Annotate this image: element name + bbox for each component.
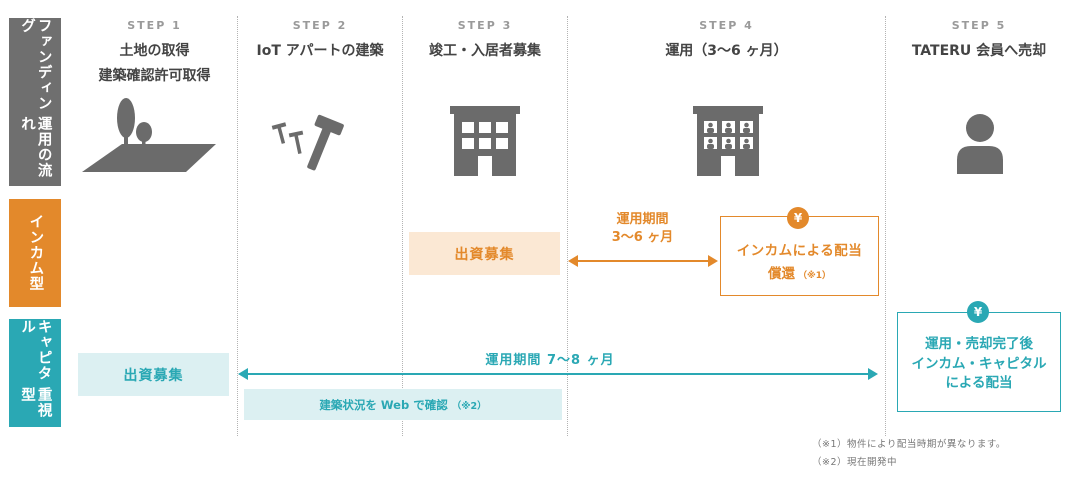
step-1-label: STEP 1 (127, 19, 182, 32)
capital-fundraising-box: 出資募集 (78, 353, 229, 396)
income-fundraising-box: 出資募集 (409, 232, 560, 275)
income-dividend-line2: 償還（※1） (721, 262, 878, 282)
step-title-line: 建築確認許可取得 (98, 67, 211, 84)
person-icon (957, 114, 1003, 174)
income-dividend-text: 償還 (767, 266, 795, 282)
side-label-income-type: インカム型 (9, 199, 61, 307)
column-divider (567, 16, 568, 436)
step-2-label: STEP 2 (292, 19, 348, 32)
footnote-1: （※1）物件により配当時期が異なります。 (812, 439, 1006, 450)
side-label-line: インカム型 (27, 214, 44, 292)
construction-web-confirm-text: 建築状況を Web で確認 (319, 397, 448, 412)
side-label-capital-type: キャピタル 重視型 (9, 319, 61, 427)
apartment-residents-icon (693, 106, 763, 176)
construction-web-confirm-note: （※2） (451, 400, 487, 412)
step-2-title: IoT アパートの建築 (256, 43, 384, 59)
capital-period-label: 運用期間 7～8 ヶ月 (485, 353, 615, 368)
step-1-title: 土地の取得 建築確認許可取得 (72, 39, 237, 88)
land-trees-icon (82, 98, 216, 172)
step-4-label: STEP 4 (699, 19, 754, 32)
side-label-line: 重視型 (19, 386, 52, 418)
side-label-line: キャピタル (19, 319, 52, 381)
capital-dividend-line: インカム・キャピタル (911, 355, 1047, 372)
capital-dividend-line: 運用・売却完了後 (925, 336, 1033, 352)
income-period-line: 運用期間 (616, 212, 669, 227)
building-icon (450, 106, 520, 176)
side-label-line: ファンディング (19, 18, 52, 111)
step-title-line: 土地の取得 (119, 43, 190, 59)
side-label-funding-flow: ファンディング 運用の流れ (9, 18, 61, 186)
column-divider (885, 16, 886, 436)
step-5-label: STEP 5 (951, 19, 1007, 32)
income-dividend-note: （※1） (797, 271, 831, 281)
column-divider (237, 16, 238, 436)
step-4-title: 運用（3～6 ヶ月） (665, 43, 788, 59)
income-period-label: 運用期間 3～6 ヶ月 (570, 211, 715, 247)
column-divider (402, 16, 403, 436)
yen-icon: ¥ (967, 301, 989, 323)
capital-dividend-text: 運用・売却完了後 インカム・キャピタル による配当 (898, 335, 1060, 394)
yen-icon: ¥ (787, 207, 809, 229)
capital-dividend-box: 運用・売却完了後 インカム・キャピタル による配当 (897, 312, 1061, 412)
side-label-line: 運用の流れ (19, 116, 52, 178)
income-period-line: 3～6 ヶ月 (611, 230, 674, 246)
construction-web-confirm-box: 建築状況を Web で確認（※2） (244, 389, 562, 420)
step-3-label: STEP 3 (457, 19, 513, 32)
step-5-title: TATERU 会員へ売却 (911, 43, 1047, 59)
capital-dividend-line: による配当 (945, 375, 1013, 392)
step-3-title: 竣工・入居者募集 (429, 43, 541, 59)
footnote-2: （※2）現在開発中 (812, 457, 898, 468)
income-period-arrow (568, 255, 718, 267)
hammer-nails-icon (271, 114, 344, 171)
capital-period-arrow (238, 368, 878, 380)
income-dividend-line: インカムによる配当 (736, 243, 863, 259)
